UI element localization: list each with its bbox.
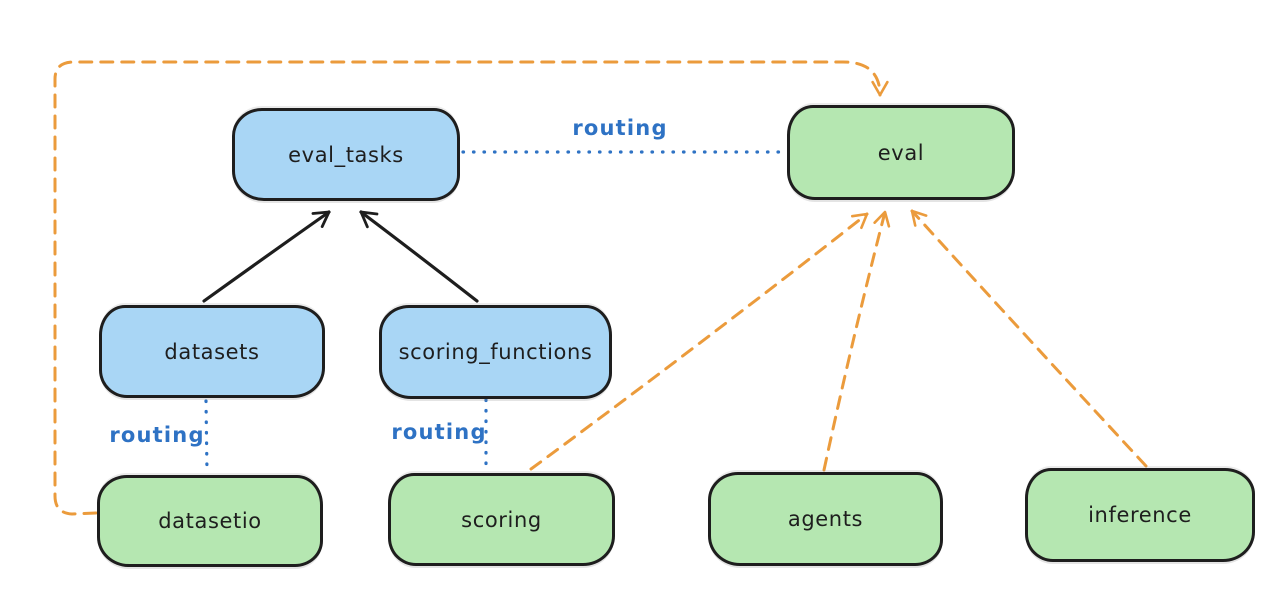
edge-datasets-to-datasetio-dotted [204,399,209,475]
edge-datasetio-to-eval-dashed [53,60,889,516]
routing-label-datasets-datasetio: routing [109,423,205,447]
edge-inference-to-eval-dashed [910,209,1148,468]
node-eval-tasks: eval_tasks [232,108,460,201]
node-eval: eval [787,105,1015,200]
node-inference: inference [1025,468,1255,562]
node-datasetio-label: datasetio [158,509,262,533]
routing-label-eval-tasks-eval: routing [572,116,668,140]
node-eval-tasks-label: eval_tasks [288,142,404,167]
edge-agents-to-eval-dashed [822,210,891,472]
node-datasets: datasets [99,305,325,398]
edge-datasets-to-eval-tasks [202,210,331,303]
node-scoring-functions-label: scoring_functions [398,340,593,364]
node-inference-label: inference [1088,503,1192,527]
node-agents: agents [708,472,943,566]
node-scoring: scoring [388,473,615,566]
node-datasets-label: datasets [164,339,260,364]
edge-scoring-functions-to-eval-tasks [359,210,479,303]
node-eval-label: eval [877,140,925,165]
routing-label-scoring-functions-scoring: routing [391,420,487,444]
node-agents-label: agents [787,507,864,531]
edge-scoring-to-eval-dashed [529,212,869,471]
node-scoring-label: scoring [461,507,542,532]
node-datasetio: datasetio [97,475,323,567]
node-scoring-functions: scoring_functions [379,305,612,399]
